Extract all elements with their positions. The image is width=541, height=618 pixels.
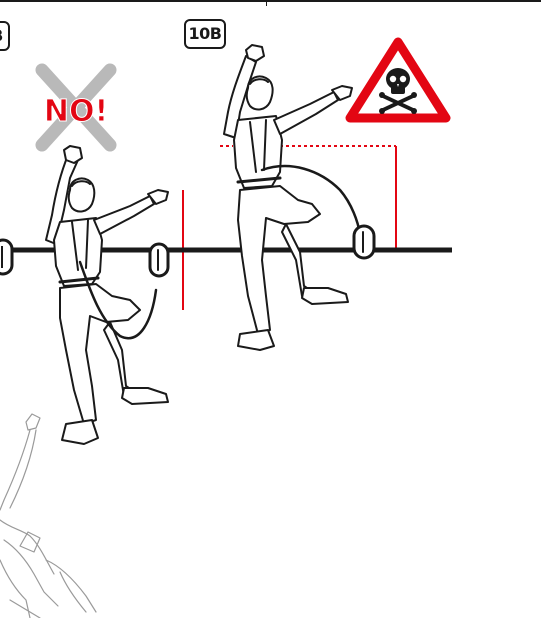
skull-crossbones-warning-icon xyxy=(350,42,446,118)
forbidden-label: NO! xyxy=(44,94,108,129)
falling-figure-faint xyxy=(0,414,96,618)
climber-figure-right xyxy=(224,45,374,350)
climber-figure-left xyxy=(46,146,168,444)
carabiner-icon xyxy=(0,240,12,274)
